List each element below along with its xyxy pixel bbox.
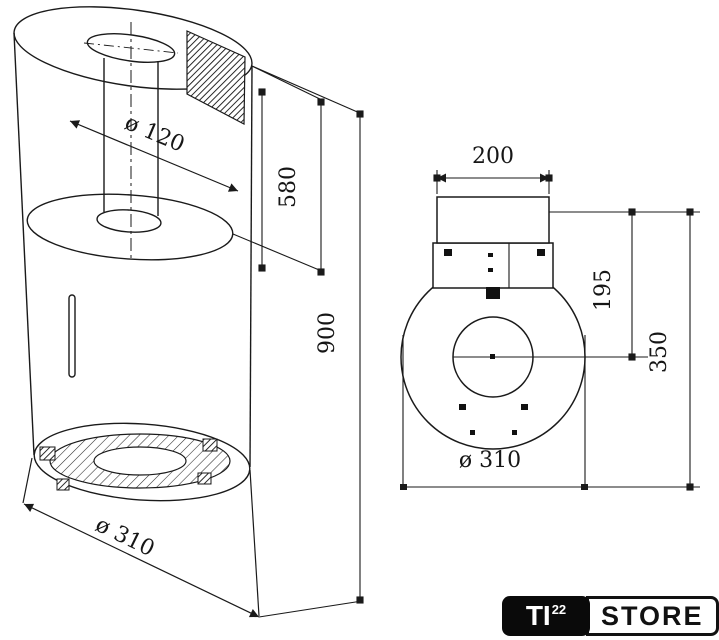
dim-label-900: 900 — [315, 312, 340, 354]
dim-900 — [251, 65, 364, 618]
plate-corner-tab — [56, 478, 70, 491]
dim-580 — [232, 65, 325, 276]
mount-box — [432, 242, 554, 289]
dim-diameter-120 — [69, 120, 239, 192]
front-view — [400, 196, 700, 490]
inner-plate-hole — [96, 209, 162, 233]
cylinder-top-ellipse — [13, 6, 253, 90]
duct-hole-ellipse — [86, 33, 176, 63]
duct-box — [436, 196, 550, 244]
plate-corner-tab — [197, 472, 212, 485]
hole-centerline — [83, 42, 179, 54]
dim-195 — [549, 208, 700, 361]
door-handle — [68, 294, 76, 378]
cylinder-bottom-ellipse — [33, 422, 251, 502]
logo-store-text: STORE — [601, 600, 704, 631]
dim-label-195: 195 — [591, 269, 616, 311]
dim-200 — [433, 170, 553, 194]
plate-corner-tab — [39, 446, 56, 461]
cylinder-right-edge — [249, 65, 253, 468]
dim-label-diameter-310-front: ø 310 — [459, 448, 521, 473]
dim-350 — [686, 208, 694, 491]
cylinder-left-edge — [13, 32, 35, 456]
fastener-marks — [444, 249, 545, 435]
dim-label-580: 580 — [276, 166, 301, 208]
chimney-hatched-section — [186, 30, 246, 125]
logo-brand-text: TI — [525, 600, 551, 631]
dim-label-350: 350 — [647, 331, 672, 373]
side-view — [13, 6, 253, 502]
dim-label-200: 200 — [472, 144, 514, 169]
dim-diameter-310-side — [22, 457, 260, 618]
bottom-hatched-ring — [49, 433, 231, 489]
inner-plate-ellipse — [26, 193, 234, 261]
plate-corner-tab — [202, 438, 218, 452]
logo-brand-sup: 22 — [551, 602, 567, 617]
logo-store-box: STORE — [586, 596, 719, 636]
dim-label-diameter-310-side: ø 310 — [91, 512, 158, 562]
